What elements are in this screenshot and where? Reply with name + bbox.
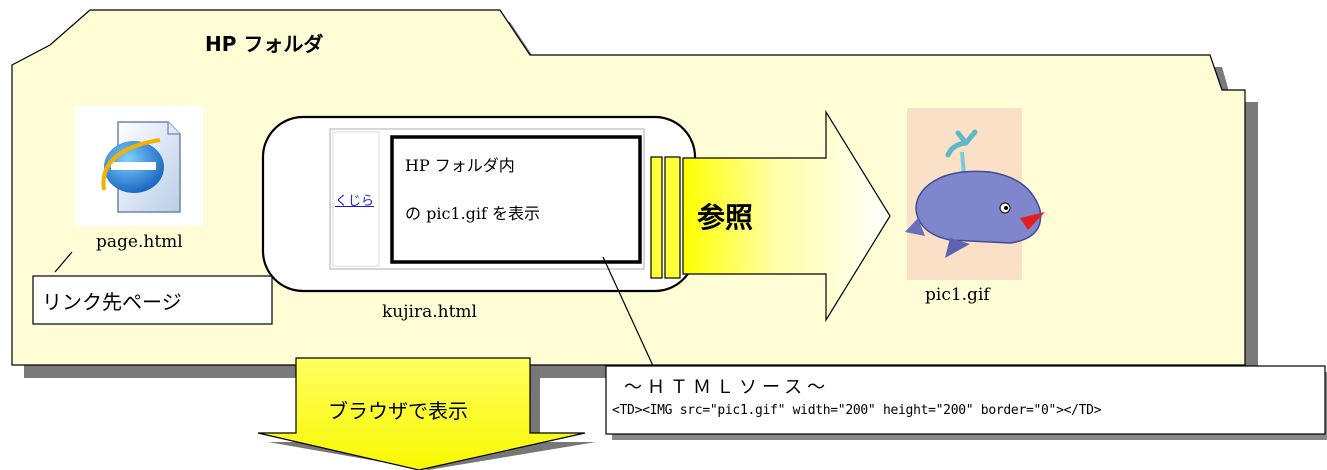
image-file-name: pic1.gif	[925, 285, 990, 305]
browser-label: ブラウザで表示	[328, 399, 468, 423]
source-callout-box	[605, 365, 1326, 435]
content-line-2: の pic1.gif を表示	[405, 204, 541, 223]
kujira-link[interactable]: くじら	[335, 194, 375, 209]
source-code: <TD><IMG src="pic1.gif" width="200" heig…	[612, 403, 1102, 418]
kujira-file-name: kujira.html	[382, 302, 477, 322]
ie-html-file-icon	[75, 106, 203, 226]
source-callout-leader	[602, 256, 655, 369]
link-cell	[332, 131, 380, 267]
reference-label: 参照	[697, 201, 754, 234]
browser-arrow	[257, 357, 586, 470]
page-file-name: page.html	[96, 232, 183, 252]
content-line-1: HP フォルダ内	[405, 156, 515, 175]
page-callout-box	[32, 275, 273, 325]
reference-arrow	[682, 109, 891, 323]
folder-title: HP フォルダ	[205, 32, 324, 56]
frame-bar-1	[650, 156, 663, 279]
whale-icon	[905, 108, 1045, 280]
page-callout-label: リンク先ページ	[42, 290, 182, 314]
image-cell	[390, 135, 642, 264]
frame-bar-2	[664, 156, 681, 279]
source-callout-title: ～ＨＴＭＬソース～	[624, 377, 831, 398]
page-callout-leader	[54, 251, 73, 273]
